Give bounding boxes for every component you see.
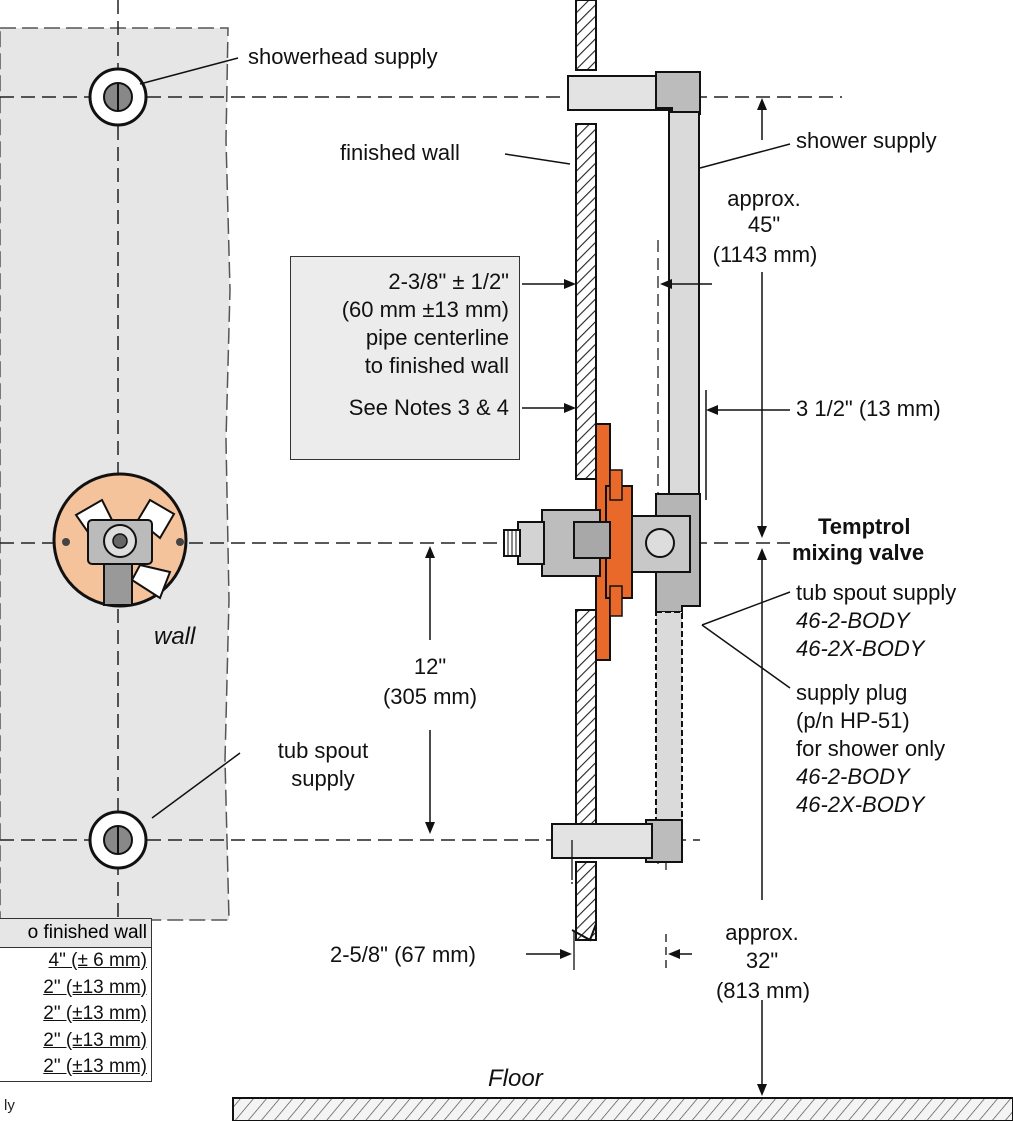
label-finished-wall: finished wall — [340, 140, 460, 165]
table-cell: 2" (±13 mm) — [43, 976, 147, 998]
leader-shower-supply — [699, 143, 791, 169]
tub-pipe-horizontal — [551, 823, 653, 859]
note-line-5: See Notes 3 & 4 — [348, 395, 509, 420]
label-supply-plug: supply plug — [796, 680, 908, 705]
table-row: 2" (±13 mm) — [0, 1001, 151, 1028]
label-shower-supply: shower supply — [796, 128, 937, 153]
table-row: 2" (±13 mm) — [0, 1028, 151, 1055]
top-elbow — [655, 71, 701, 115]
label-body-a1: 46-2-BODY — [796, 608, 910, 633]
label-mixing-valve: mixing valve — [792, 540, 925, 565]
leader-tub-left — [151, 752, 241, 819]
finished-wall-lower — [575, 609, 597, 825]
leader-plug — [701, 624, 791, 689]
label-floor: Floor — [488, 1065, 543, 1092]
leader-finished-wall — [504, 153, 571, 165]
tolerance-table: o finished wall 4" (± 6 mm) 2" (±13 mm) … — [0, 918, 152, 1082]
label-approx-top-in: 45" — [747, 212, 781, 237]
table-cell: 2" (±13 mm) — [43, 1029, 147, 1051]
label-tub-spout-left1: tub spout — [277, 738, 369, 763]
label-wall: wall — [154, 623, 196, 650]
label-approx-top: approx. — [727, 186, 801, 211]
note-line-1: 2-3/8" ± 1/2" — [388, 269, 509, 294]
label-approx-bot: approx. — [725, 920, 799, 945]
note-line-3: pipe centerline — [365, 325, 509, 350]
table-row: 2" (±13 mm) — [0, 1054, 151, 1081]
table-cell: 2" (±13 mm) — [43, 1056, 147, 1077]
label-approx-bot-in: 32" — [745, 948, 779, 973]
table-row: 4" (± 6 mm) — [0, 948, 151, 975]
pipe-centerline-note: 2-3/8" ± 1/2" (60 mm ±13 mm) pipe center… — [290, 256, 520, 460]
valve-stem — [503, 509, 611, 577]
floor-slab — [232, 1097, 1013, 1121]
label-twelve-mm: (305 mm) — [382, 684, 478, 709]
shower-pipe-horizontal — [567, 75, 673, 111]
footnote-fragment: ly — [4, 1097, 15, 1114]
table-cell: 4" (± 6 mm) — [48, 950, 147, 971]
table-cell: 2" (±13 mm) — [43, 1003, 147, 1024]
finished-wall-mid — [575, 123, 597, 480]
label-approx-bot-mm: (813 mm) — [715, 978, 811, 1003]
shower-supply-pipe — [668, 111, 700, 495]
tub-spout-outlet-symbol — [88, 810, 148, 870]
label-two-five-eight: 2-5/8" (67 mm) — [330, 942, 476, 967]
label-plug-pn: (p/n HP-51) — [796, 708, 910, 733]
table-header: o finished wall — [0, 919, 151, 948]
label-tub-spout-supply-right: tub spout supply — [796, 580, 957, 605]
label-body-b1: 46-2-BODY — [796, 764, 910, 789]
leader-tub-right — [701, 591, 791, 626]
label-temptrol: Temptrol — [818, 514, 911, 539]
note-line-2: (60 mm ±13 mm) — [341, 297, 509, 322]
label-showerhead-supply: showerhead supply — [248, 44, 438, 69]
label-tub-spout-left2: supply — [291, 766, 355, 791]
showerhead-outlet-symbol — [88, 67, 148, 127]
label-body-b2: 46-2X-BODY — [796, 792, 925, 817]
label-three-half: 3 1/2" (13 mm) — [796, 396, 941, 421]
note-line-4: to finished wall — [364, 353, 509, 378]
label-approx-top-mm: (1143 mm) — [712, 242, 818, 267]
label-shower-only: for shower only — [796, 736, 946, 761]
label-body-a2: 46-2X-BODY — [796, 636, 925, 661]
finished-wall-bottom — [575, 861, 597, 941]
tub-supply-pipe — [655, 611, 683, 823]
valve-front-view — [52, 472, 188, 608]
leader-showerhead — [139, 57, 239, 85]
finished-wall-top — [575, 0, 597, 71]
label-twelve-in: 12" — [413, 654, 447, 679]
table-row: 2" (±13 mm) — [0, 975, 151, 1002]
